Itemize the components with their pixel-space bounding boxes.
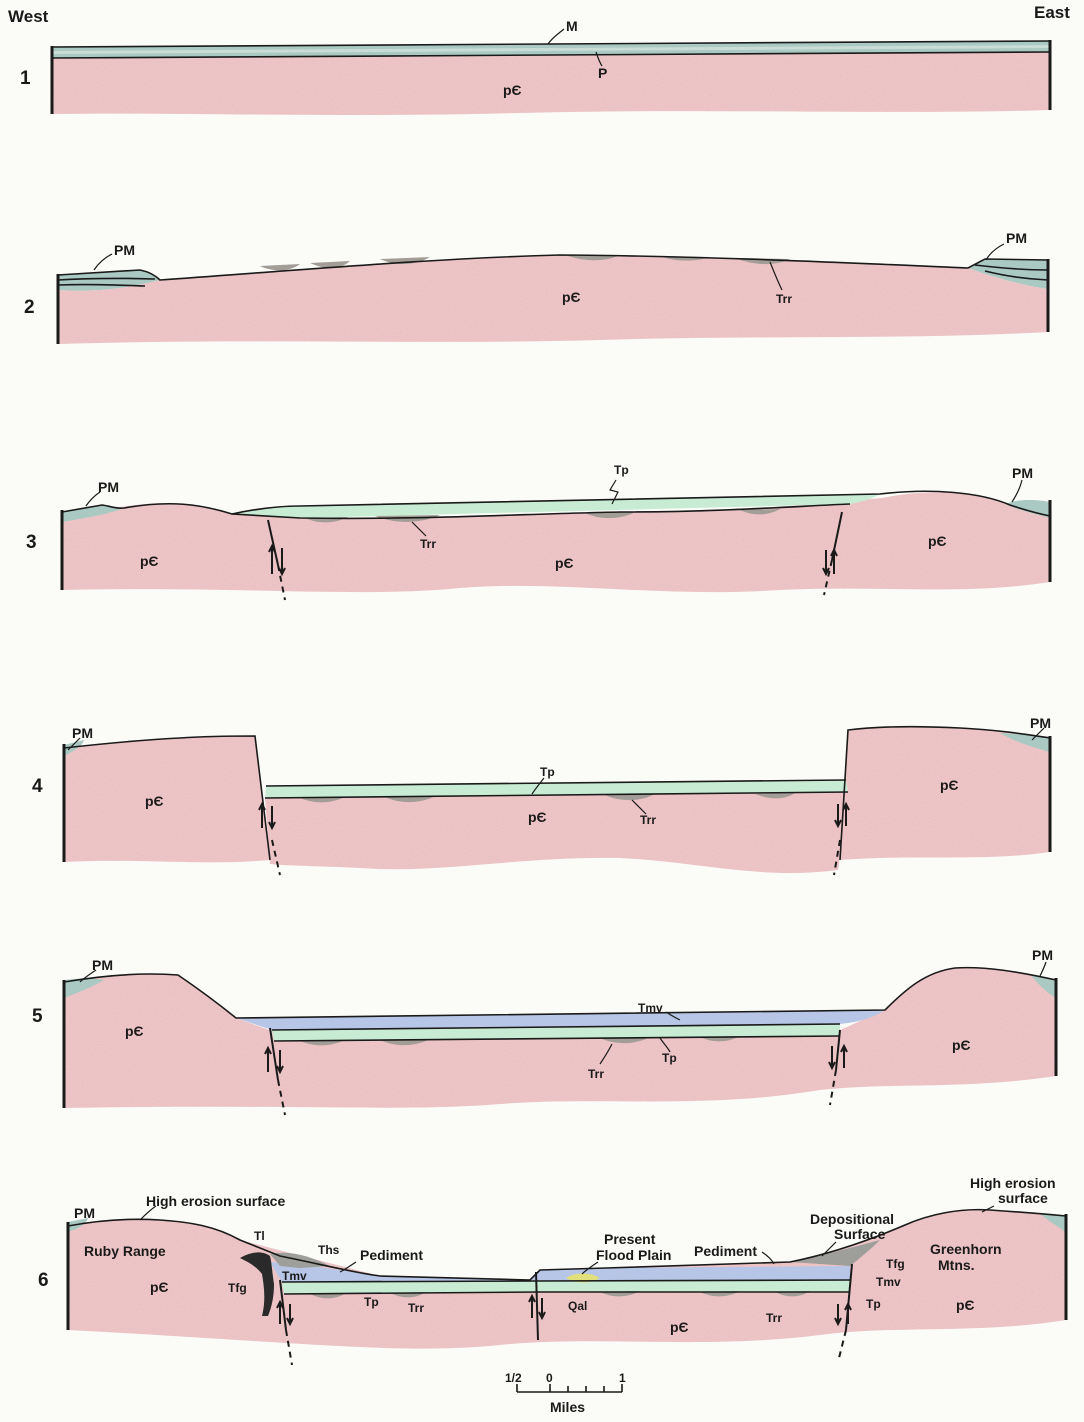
section-stage-2: 2 PM PM pЄ Trr (24, 230, 1048, 344)
trr-label: Trr (776, 292, 792, 306)
pc-east-label: pЄ (928, 533, 947, 549)
pm-west-label: PM (72, 725, 93, 741)
pm-leader (986, 244, 1004, 260)
pc-east-label: pЄ (956, 1297, 975, 1313)
present-flood-plain-label-2: Flood Plain (596, 1247, 671, 1263)
section-stage-1: 1 M P pЄ (20, 18, 1050, 115)
precambrian-basement-graben (265, 792, 850, 873)
pm-west-label: PM (98, 479, 119, 495)
tmv-label: Tmv (638, 1001, 663, 1015)
scale-unit-label: Miles (550, 1399, 585, 1415)
pc-mid-label: pЄ (528, 809, 547, 825)
east-label: East (1034, 3, 1070, 22)
tp-label: Tp (614, 463, 629, 477)
m-label: M (566, 18, 578, 34)
pediment-east-label: Pediment (694, 1243, 757, 1259)
tfg-west-label: Tfg (228, 1281, 247, 1295)
pc-west-label: pЄ (150, 1279, 169, 1295)
pm-east-label: PM (1012, 465, 1033, 481)
m-leader (548, 29, 564, 44)
greenhorn-label-2: Mtns. (938, 1257, 975, 1273)
tl-label: Tl (254, 1229, 265, 1243)
pc-west-label: pЄ (140, 553, 159, 569)
present-flood-plain-label-1: Present (604, 1231, 656, 1247)
scale-tick-label-zero: 0 (546, 1371, 553, 1385)
trr-label: Trr (640, 813, 656, 827)
trr-label: Trr (588, 1067, 604, 1081)
precambrian-basement (58, 255, 1048, 344)
depositional-surface-label-2: Surface (834, 1226, 886, 1242)
pm-leader (94, 254, 112, 270)
section-stage-6: 6 PM High erosion surface Ruby R (38, 1175, 1066, 1365)
greenhorn-label-1: Greenhorn (930, 1241, 1002, 1257)
high-erosion-east-label-2: surface (998, 1190, 1048, 1206)
stage-number: 4 (32, 776, 43, 797)
p-label: P (598, 65, 607, 81)
tfg-east-label: Tfg (886, 1257, 905, 1271)
pm-west-label: PM (92, 957, 113, 973)
tp-east-label: Tp (866, 1297, 881, 1311)
pc-mid-label: pЄ (555, 555, 574, 571)
pm-west-label: PM (74, 1205, 95, 1221)
trr-label: Trr (420, 537, 436, 551)
trr-east-label: Trr (766, 1311, 782, 1325)
pc-west-label: pЄ (125, 1023, 144, 1039)
high-erosion-west-label: High erosion surface (146, 1193, 285, 1209)
pc-mid-label: pЄ (670, 1319, 689, 1335)
pc-east-label: pЄ (952, 1037, 971, 1053)
tmv-east-label: Tmv (876, 1275, 901, 1289)
pc-label: pЄ (562, 289, 581, 305)
pm-east-label: PM (1032, 947, 1053, 963)
pm-west-label: PM (114, 242, 135, 258)
pc-label: pЄ (503, 82, 522, 98)
scale-bar: 1/2 0 1 Miles (505, 1371, 626, 1415)
ruby-range-label: Ruby Range (84, 1243, 166, 1259)
precambrian-basement-west-block (64, 736, 270, 862)
section-stage-4: 4 PM PM Tp Trr pЄ pЄ pЄ (32, 715, 1051, 875)
pm-leader (1040, 962, 1046, 976)
trr-lens (260, 264, 300, 270)
scale-tick-label-one: 1 (619, 1371, 626, 1385)
trr-west-label: Trr (408, 1301, 424, 1315)
stage-number: 1 (20, 68, 31, 89)
pm-east-label: PM (1030, 715, 1051, 731)
tp-west-label: Tp (364, 1295, 379, 1309)
tp-label: Tp (540, 765, 555, 779)
stage-number: 6 (38, 1270, 49, 1291)
section-stage-5: 5 PM PM Tmv Tp Trr pЄ pЄ (32, 947, 1056, 1115)
section-stage-3: 3 PM PM Tp Trr pЄ pЄ pЄ (26, 463, 1050, 600)
stage-number: 2 (24, 297, 35, 318)
pc-west-label: pЄ (145, 793, 164, 809)
tmv-west-label: Tmv (282, 1269, 307, 1283)
depositional-surface-label-1: Depositional (810, 1211, 894, 1227)
pc-east-label: pЄ (940, 777, 959, 793)
east-fault-projection (838, 1330, 846, 1362)
tp-label: Tp (662, 1051, 677, 1065)
pediment-west-label: Pediment (360, 1247, 423, 1263)
precambrian-basement-east-block (840, 727, 1050, 860)
stage-number: 3 (26, 532, 37, 553)
qal-label: Qal (568, 1299, 587, 1313)
precambrian-basement (52, 52, 1050, 115)
stage-number: 5 (32, 1006, 43, 1027)
west-label: West (8, 7, 49, 26)
pm-east-label: PM (1006, 230, 1027, 246)
scale-tick-label-half: 1/2 (505, 1371, 522, 1385)
high-erosion-east-label-1: High erosion (970, 1175, 1056, 1191)
pm-leader (1012, 480, 1022, 502)
ths-label: Ths (318, 1243, 340, 1257)
